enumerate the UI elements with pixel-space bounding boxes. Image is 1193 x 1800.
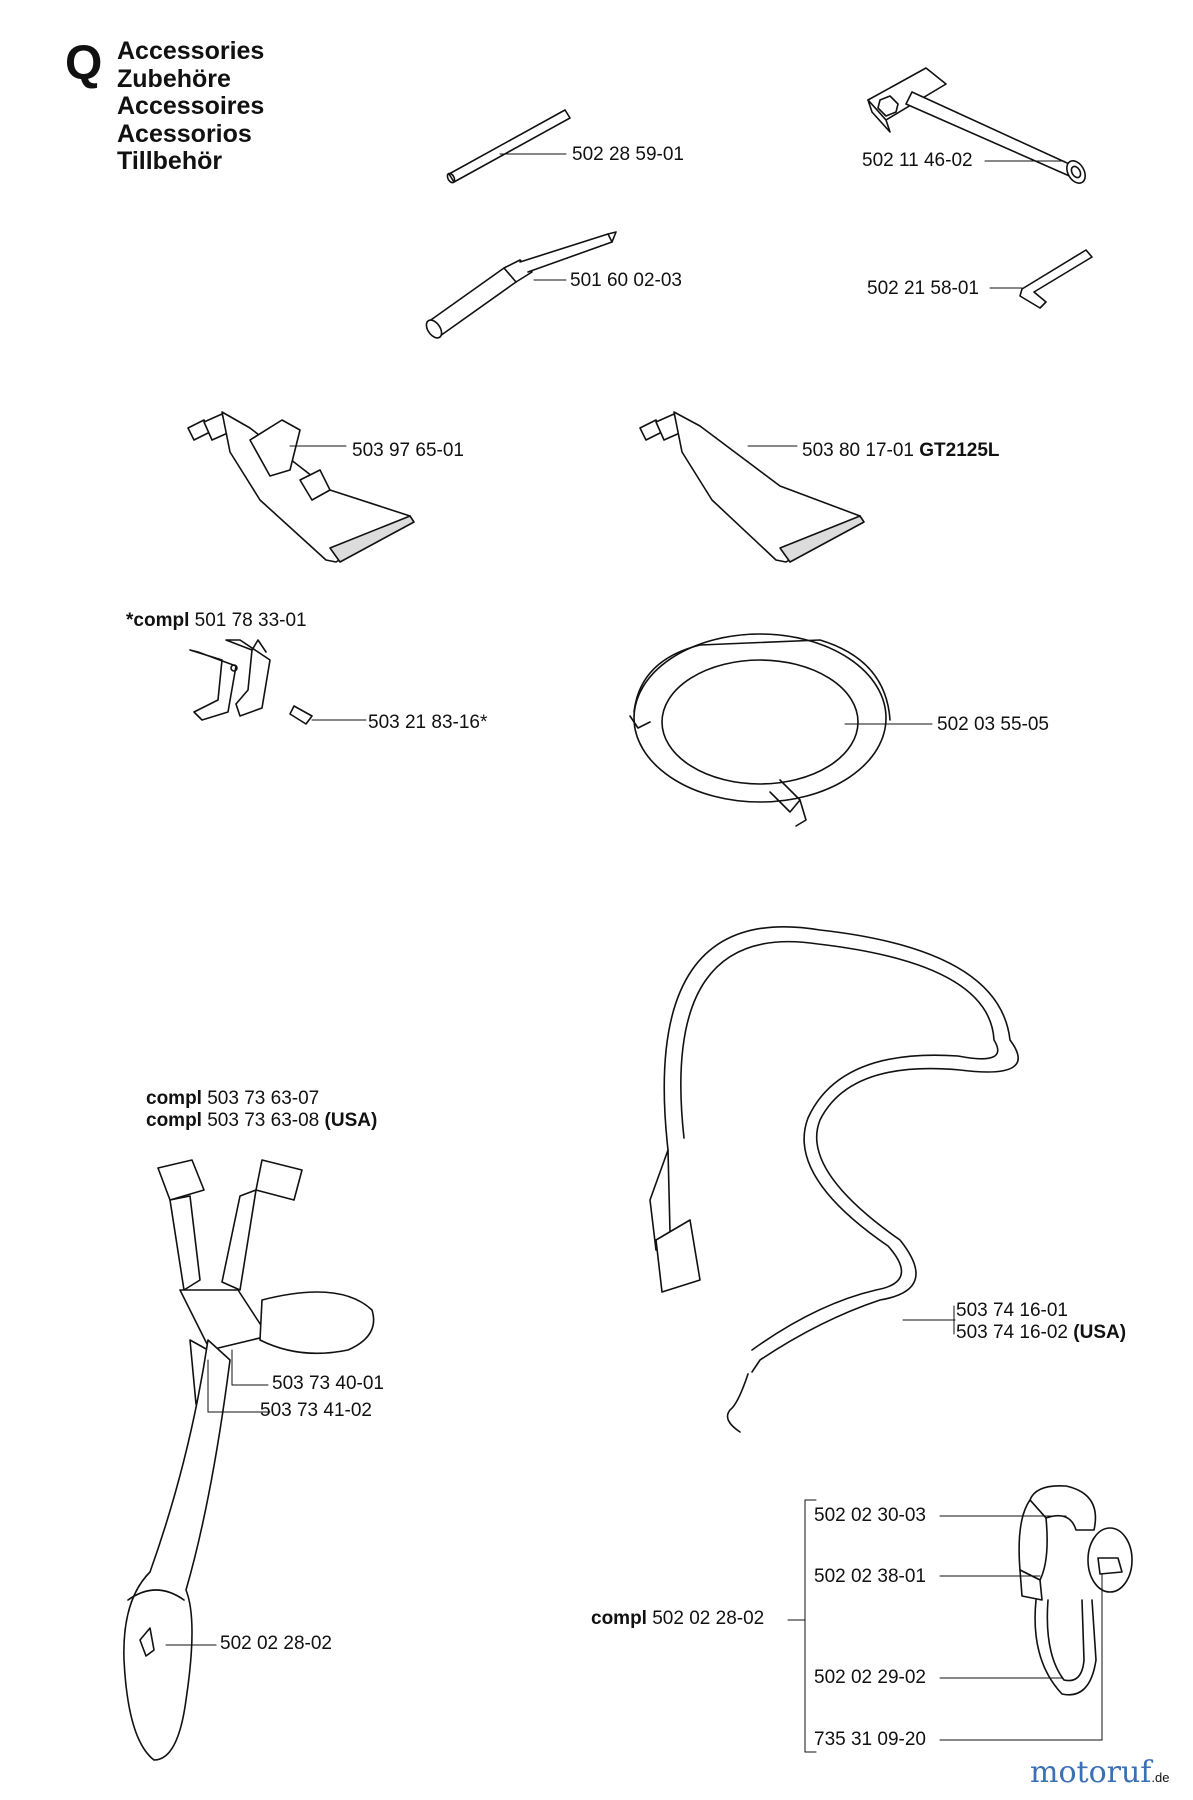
part-rod-label: 502 28 59-01 <box>572 144 684 165</box>
title-pt: Acessorios <box>117 119 252 148</box>
part-strap-1-label: 503 74 16-01 <box>956 1300 1068 1321</box>
part-grease-tube-1-label: 503 97 65-01 <box>352 440 464 461</box>
hanger-kit-number: 502 02 28-02 <box>652 1608 765 1629</box>
hanger-kit-prefix: compl <box>591 1608 647 1629</box>
part-harness-buckle-2-label: 503 73 41-02 <box>260 1400 372 1421</box>
watermark: motoruf.de <box>1030 1755 1169 1790</box>
harness-1-number: 503 73 63-07 <box>207 1088 320 1109</box>
file-drawing <box>425 231 617 339</box>
part-strap-2-label: 503 74 16-02 (USA) <box>956 1322 1126 1344</box>
harness-2-label: compl 503 73 63-08 (USA) <box>146 1110 377 1132</box>
title-de: Zubehöre <box>117 64 231 93</box>
harness-2-prefix: compl <box>146 1110 202 1131</box>
grease-tube-1-drawing <box>187 411 415 563</box>
watermark-tld: .de <box>1151 1770 1170 1785</box>
hex-key-drawing <box>989 249 1093 309</box>
clamp-kit-prefix: *compl <box>126 610 190 631</box>
grease-tube-2-drawing <box>639 411 865 563</box>
part-screw-label: 503 21 83-16* <box>368 712 488 733</box>
grease-tube-2-number: 503 80 17-01 <box>802 440 914 461</box>
part-grease-tube-2-label: 503 80 17-01 GT2125L <box>802 440 1000 462</box>
clamp-drawing <box>189 639 367 725</box>
title-fr: Accessoires <box>117 92 265 120</box>
part-wrench-label: 502 11 46-02 <box>862 150 973 171</box>
rod-drawing <box>446 109 571 184</box>
title-sv: Tillbehör <box>117 147 223 175</box>
title-en: Accessories <box>117 37 265 65</box>
part-hex-key-label: 502 21 58-01 <box>867 278 979 299</box>
harness-1-prefix: compl <box>146 1088 202 1109</box>
part-hanger-4-label: 735 31 09-20 <box>814 1729 926 1750</box>
strap-drawing <box>649 926 1019 1433</box>
clamp-kit-label: *compl 501 78 33-01 <box>126 610 307 632</box>
harness-2-suffix: (USA) <box>324 1110 378 1131</box>
harness-1-label: compl 503 73 63-07 <box>146 1088 319 1110</box>
part-hanger-1-label: 502 02 30-03 <box>814 1505 926 1526</box>
section-titles: Accessories Zubehöre Accessoires Acessor… <box>117 37 265 176</box>
part-hanger-3-label: 502 02 29-02 <box>814 1667 926 1688</box>
part-hanger-2-label: 502 02 38-01 <box>814 1566 926 1587</box>
watermark-brand: motoruf <box>1030 1755 1152 1790</box>
part-guard-label: 502 03 55-05 <box>937 714 1049 735</box>
clamp-kit-number: 501 78 33-01 <box>194 610 307 631</box>
hanger-kit-label: compl 502 02 28-02 <box>591 1608 764 1630</box>
hanger-drawing <box>787 1484 1133 1753</box>
harness-drawing <box>123 1159 375 1761</box>
part-file-label: 501 60 02-03 <box>570 270 682 291</box>
harness-2-number: 503 73 63-08 <box>207 1110 320 1131</box>
guard-drawing <box>629 633 933 827</box>
grease-tube-2-model: GT2125L <box>919 440 1000 461</box>
wrench-drawing <box>867 67 1086 184</box>
section-letter: Q <box>65 37 103 90</box>
strap-2-suffix: (USA) <box>1073 1322 1127 1343</box>
strap-2-number: 503 74 16-02 <box>956 1322 1068 1343</box>
part-harness-buckle-1-label: 503 73 40-01 <box>272 1373 384 1394</box>
part-harness-hook-label: 502 02 28-02 <box>220 1633 332 1654</box>
